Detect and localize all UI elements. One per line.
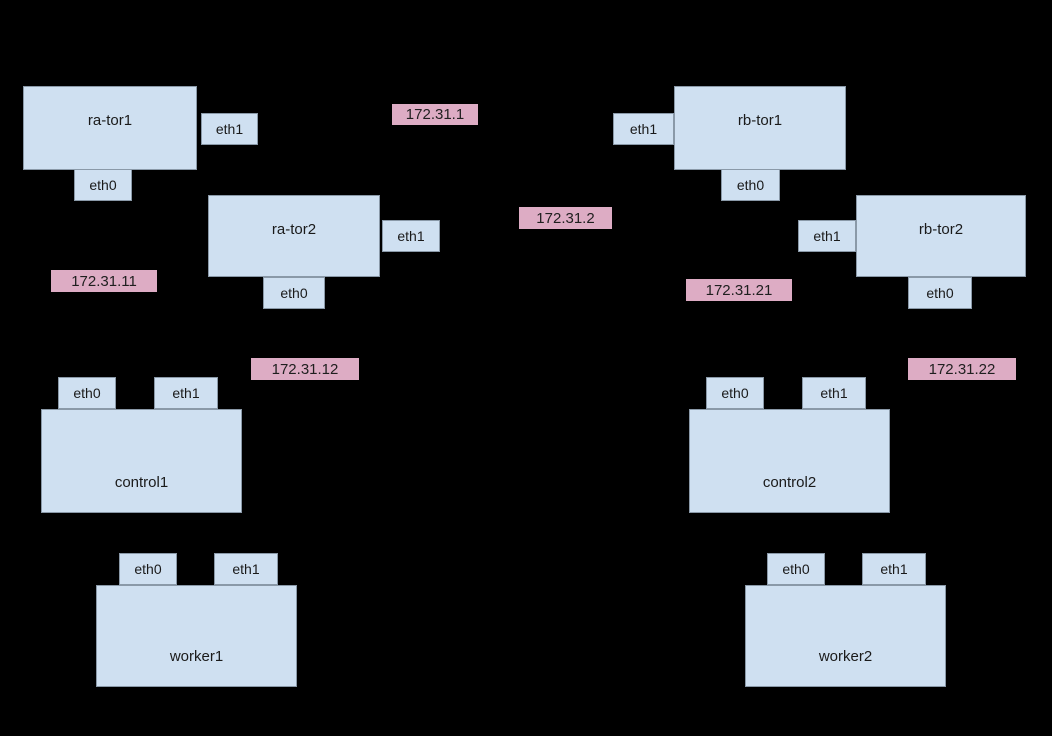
interface-control2-eth1[interactable]: eth1 [802, 377, 866, 409]
interface-worker2-eth1[interactable]: eth1 [862, 553, 926, 585]
ip-label-ip-172-31-1: 172.31.1 [392, 104, 478, 125]
node-label-worker1: worker1 [169, 648, 224, 665]
interface-control1-eth0[interactable]: eth0 [58, 377, 116, 409]
node-control2[interactable]: control2 [689, 409, 890, 513]
node-rb-tor1[interactable]: rb-tor1 [674, 86, 846, 170]
interface-rb-tor2-eth1[interactable]: eth1 [798, 220, 856, 252]
node-label-rb-tor2: rb-tor2 [918, 221, 964, 238]
ip-label-ip-172-31-2: 172.31.2 [519, 207, 612, 229]
node-label-ra-tor2: ra-tor2 [271, 221, 317, 238]
interface-control2-eth0[interactable]: eth0 [706, 377, 764, 409]
node-worker2[interactable]: worker2 [745, 585, 946, 687]
interface-rb-tor2-eth0[interactable]: eth0 [908, 277, 972, 309]
ip-label-ip-172-31-21: 172.31.21 [686, 279, 792, 301]
interface-ra-tor1-eth1[interactable]: eth1 [201, 113, 258, 145]
node-label-ra-tor1: ra-tor1 [87, 112, 133, 129]
interface-ra-tor2-eth0[interactable]: eth0 [263, 277, 325, 309]
ip-label-ip-172-31-11: 172.31.11 [51, 270, 157, 292]
interface-rb-tor1-eth1[interactable]: eth1 [613, 113, 674, 145]
interface-ra-tor2-eth1[interactable]: eth1 [382, 220, 440, 252]
node-label-control2: control2 [762, 474, 817, 491]
interface-ra-tor1-eth0[interactable]: eth0 [74, 169, 132, 201]
interface-worker1-eth1[interactable]: eth1 [214, 553, 278, 585]
interface-worker2-eth0[interactable]: eth0 [767, 553, 825, 585]
interface-worker1-eth0[interactable]: eth0 [119, 553, 177, 585]
interface-control1-eth1[interactable]: eth1 [154, 377, 218, 409]
node-label-rb-tor1: rb-tor1 [737, 112, 783, 129]
node-worker1[interactable]: worker1 [96, 585, 297, 687]
node-rb-tor2[interactable]: rb-tor2 [856, 195, 1026, 277]
node-label-worker2: worker2 [818, 648, 873, 665]
node-ra-tor1[interactable]: ra-tor1 [23, 86, 197, 170]
interface-rb-tor1-eth0[interactable]: eth0 [721, 169, 780, 201]
ip-label-ip-172-31-12: 172.31.12 [251, 358, 359, 380]
node-label-control1: control1 [114, 474, 169, 491]
ip-label-ip-172-31-22: 172.31.22 [908, 358, 1016, 380]
node-ra-tor2[interactable]: ra-tor2 [208, 195, 380, 277]
node-control1[interactable]: control1 [41, 409, 242, 513]
